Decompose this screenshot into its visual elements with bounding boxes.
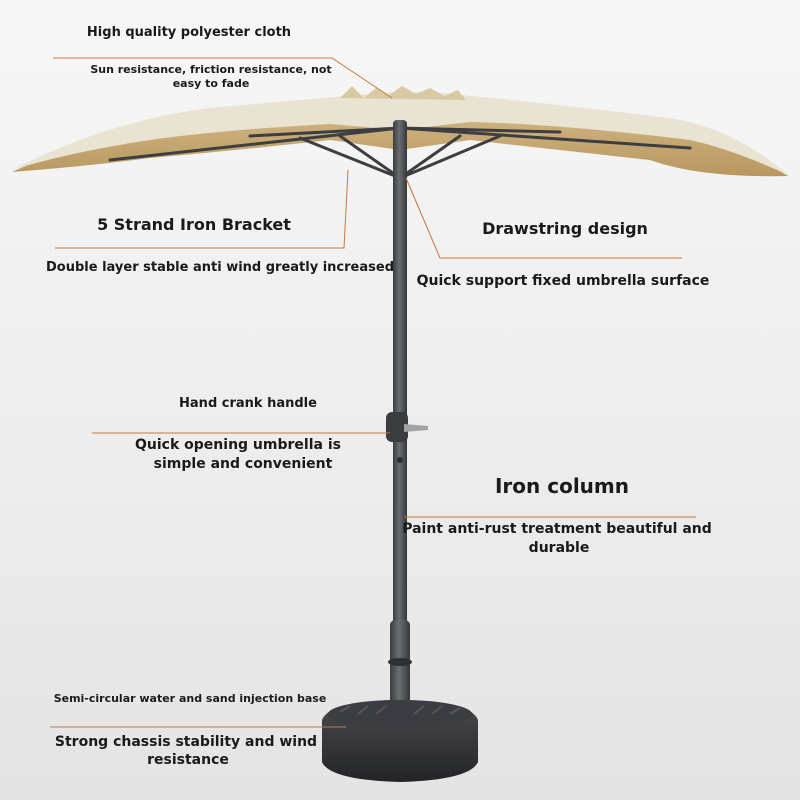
base-description-line1: Strong chassis stability and wind [54, 734, 318, 750]
base-texture [339, 705, 461, 715]
column-description-line2: durable [528, 540, 590, 556]
canopy-ribs [108, 126, 692, 180]
drawstring-title: Drawstring design [482, 219, 648, 238]
crank-description-line1: Quick opening umbrella is [135, 437, 341, 453]
cloth-description: Sun resistance, friction resistance, not… [90, 63, 332, 90]
iron-column [393, 120, 407, 625]
bracket-description: Double layer stable anti wind greatly in… [46, 260, 394, 275]
base-description-line2: resistance [147, 752, 229, 768]
base-title: Semi-circular water and sand injection b… [53, 692, 327, 705]
base-top [328, 700, 472, 728]
cloth-title: High quality polyester cloth [86, 25, 292, 40]
bracket-title: 5 Strand Iron Bracket [97, 215, 291, 234]
pole-collar [388, 658, 412, 666]
column-description-line1: Paint anti-rust treatment beautiful and [402, 521, 712, 537]
column-title: Iron column [494, 474, 629, 498]
hand-crank [386, 412, 428, 463]
canopy-vent [340, 86, 466, 100]
crank-title: Hand crank handle [179, 396, 317, 411]
leader-lines [50, 57, 696, 728]
crank-description-line2: simple and convenient [153, 456, 333, 472]
drawstring-description: Quick support fixed umbrella surface [416, 273, 710, 289]
canopy-top [12, 92, 790, 176]
